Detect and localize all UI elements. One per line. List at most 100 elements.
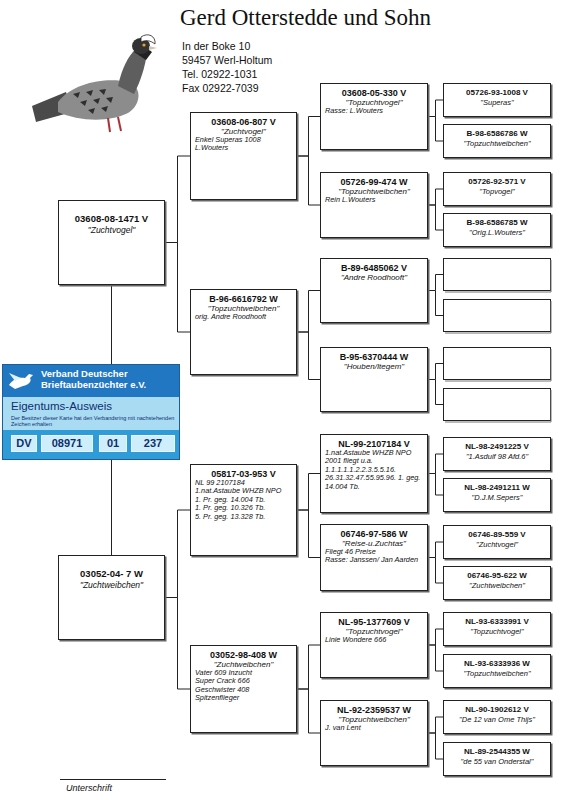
- pedigree-box: 03052-04- 7 W"Zuchtweibchen": [58, 555, 165, 640]
- pedigree-box: NL-93-6333991 V"Topzuchtvogel": [443, 612, 551, 646]
- pigeon-name: "Topzuchtweibchen": [447, 669, 547, 678]
- connector-line: [428, 629, 443, 645]
- pigeon-name: "Zuchtvogel": [447, 540, 547, 549]
- pigeon-name: "1.Asduif 98 Afd.6": [447, 452, 547, 461]
- ring-number: 06746-97-586 W: [325, 529, 423, 539]
- pedigree-box: 05726-92-571 V"Topvogel": [443, 172, 551, 206]
- stamp-text: 08971: [41, 435, 93, 452]
- address-line: In der Boke 10: [182, 40, 250, 52]
- connector-line: [428, 733, 443, 759]
- stamp-text: Der Besitzer dieser Karte hat den Verban…: [11, 415, 177, 427]
- pigeon-notes: Linie Wondere 666: [325, 636, 423, 644]
- connector-line: [428, 117, 443, 142]
- pedigree-box: NL-93-6333936 W"Topzuchtweibchen": [443, 654, 551, 688]
- pigeon-illustration: [28, 22, 158, 137]
- page-title: Gerd Otterstedde und Sohn: [180, 5, 431, 31]
- pedigree-box: 05726-93-1008 V"Superas": [443, 83, 551, 117]
- connector-line: [297, 332, 320, 380]
- pigeon-notes: Rasse: Janssen/ Jan Aarden: [325, 556, 423, 564]
- ring-number: NL-92-2359537 W: [325, 705, 423, 715]
- ring-number: 03608-08-1471 V: [63, 213, 160, 224]
- connector-line: [428, 454, 443, 474]
- ring-number: 03052-04- 7 W: [63, 568, 160, 579]
- pedigree-box: B-96-6616792 W"Topzuchtweibchen"orig. An…: [190, 289, 297, 375]
- pigeon-name: "De 12 van Ome Thijs": [447, 715, 547, 724]
- pigeon-name: "Topzuchtvogel": [325, 98, 423, 107]
- ring-number: 03608-05-330 V: [325, 88, 423, 98]
- ring-number: 05726-92-571 V: [447, 177, 547, 186]
- pedigree-box: 05817-03-953 VNL 99 21071841.nat.Astaube…: [190, 464, 297, 556]
- pigeon-notes: NL 99 2107184: [195, 479, 292, 487]
- pigeon-notes: Rein L.Wouters: [325, 196, 423, 204]
- pigeon-name: "de 55 van Onderstal": [447, 757, 547, 766]
- pedigree-box: 06746-97-586 W"Reise-u.Zuchtas"Fliegt 46…: [320, 524, 428, 591]
- pigeon-notes: Enkel Superas 1008: [195, 136, 292, 144]
- pigeon-notes: L.Wouters: [195, 144, 292, 152]
- ring-number: NL-95-1377609 V: [325, 617, 423, 627]
- connector-line: [428, 542, 443, 558]
- ring-number: NL-98-2491211 W: [447, 483, 547, 492]
- pigeon-name: "Zuchtweibchen": [63, 580, 160, 590]
- ring-number: 06746-89-559 V: [447, 530, 547, 539]
- connector-line: [165, 243, 190, 333]
- pigeon-name: "Topvogel": [447, 187, 547, 196]
- connector-line: [165, 510, 190, 598]
- pedigree-box: NL-90-1902612 V"De 12 van Ome Thijs": [443, 700, 551, 734]
- connector-line: [428, 474, 443, 496]
- signature-label: Unterschrift: [66, 783, 112, 793]
- ring-number: B-96-6616792 W: [195, 294, 292, 304]
- ring-number: NL-93-6333991 V: [447, 617, 547, 626]
- stamp-text: DV: [11, 435, 37, 452]
- ring-number: 05817-03-953 V: [195, 469, 292, 479]
- pigeon-notes: 1. Pr. geg. 14.004 Tb.: [195, 496, 292, 504]
- ring-number: NL-99-2107184 V: [325, 439, 423, 449]
- pigeon-notes: Spitzenflieger: [195, 694, 292, 702]
- pigeon-name: "Superas": [447, 98, 547, 107]
- connector-line: [297, 291, 320, 333]
- pigeon-notes: Vater 609 Inzucht: [195, 669, 292, 677]
- ring-number: B-95-6370444 W: [325, 352, 423, 362]
- pedigree-box: B-98-6586785 W"Orig.L.Wouters": [443, 213, 551, 247]
- pigeon-notes: Super Crack 666: [195, 677, 292, 685]
- pigeon-notes: Geschwister 408: [195, 686, 292, 694]
- pedigree-box: 03608-05-330 V"Topzuchtvogel"Rasse: L.Wo…: [320, 83, 428, 150]
- pedigree-box: B-89-6485062 V"Andre Roodhooft": [320, 258, 428, 323]
- connector-line: [428, 205, 443, 230]
- ring-number: NL-89-2544355 W: [447, 747, 547, 756]
- address-line: 59457 Werl-Holtum: [182, 54, 272, 66]
- ring-number: 03608-06-807 V: [195, 117, 292, 127]
- ring-number: NL-93-6333936 W: [447, 659, 547, 668]
- connector-line: [428, 558, 443, 584]
- connector-line: [428, 100, 443, 117]
- pedigree-box: NL-99-2107184 V1.nat.Astaube WHZB NPO 20…: [320, 434, 428, 513]
- pedigree-box: 03608-08-1471 V"Zuchtvogel": [58, 200, 165, 285]
- ring-number: 03052-98-408 W: [195, 650, 292, 660]
- address-line: Tel. 02922-1031: [182, 68, 257, 80]
- pigeon-name: "Topzuchtweibchen": [195, 304, 292, 313]
- connector-line: [297, 474, 320, 511]
- pigeon-name: "Zuchtvogel": [63, 225, 160, 235]
- connector-line: [297, 156, 320, 205]
- connector-line: [297, 117, 320, 157]
- connector-line: [297, 645, 320, 689]
- pigeon-name: "Houben/Itegem": [325, 362, 423, 371]
- stamp-text: 01: [99, 435, 127, 452]
- pedigree-box: B-95-6370444 W"Houben/Itegem": [320, 347, 428, 412]
- pedigree-box: 03052-98-408 W"Zuchtweibchen"Vater 609 I…: [190, 645, 297, 733]
- ring-number: 06746-95-622 W: [447, 571, 547, 580]
- pedigree-box: NL-98-2491211 W"D.J.M.Sepers": [443, 478, 551, 512]
- pigeon-name: "Topzuchtweibchen": [325, 187, 423, 196]
- pigeon-name: "Orig.L.Wouters": [447, 228, 547, 237]
- pedigree-box: 05726-99-474 W"Topzuchtweibchen"Rein L.W…: [320, 172, 428, 238]
- pigeon-name: "Topzuchtvogel": [325, 627, 423, 636]
- pedigree-box: NL-95-1377609 V"Topzuchtvogel"Linie Wond…: [320, 612, 428, 678]
- pigeon-name: "Andre Roodhooft": [325, 273, 423, 282]
- stamp-text: Eigentums-Ausweis: [11, 400, 171, 412]
- association-logo: [7, 369, 35, 393]
- pigeon-notes: Fliegt 46 Preise: [325, 548, 423, 556]
- pigeon-notes: J. van Lent: [325, 724, 423, 732]
- ring-number: 05726-93-1008 V: [447, 88, 547, 97]
- pigeon-name: "Reise-u.Zuchtas": [325, 539, 423, 548]
- ring-number: B-98-6586786 W: [447, 129, 547, 138]
- pigeon-notes: orig. Andre Roodhooft: [195, 313, 292, 321]
